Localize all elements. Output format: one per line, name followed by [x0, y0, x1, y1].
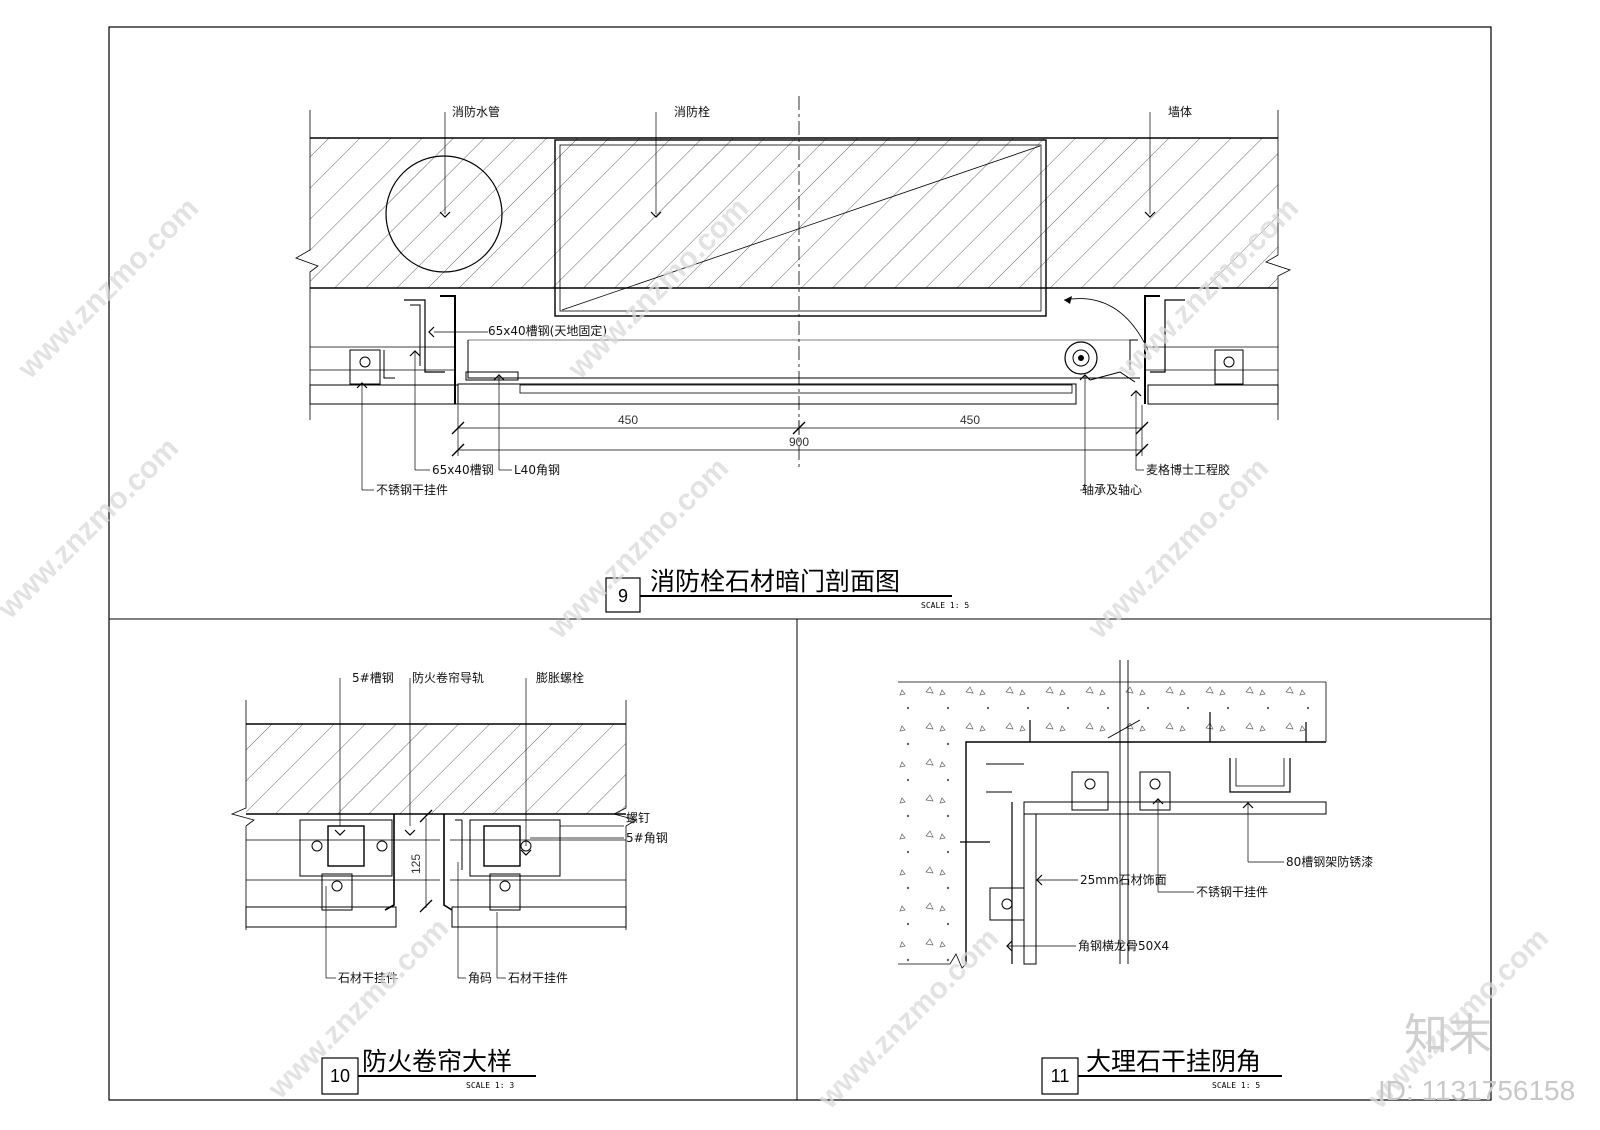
- detail-10-drawing: [230, 678, 638, 979]
- dim-height: 125: [409, 854, 423, 874]
- dim-right: 450: [960, 413, 980, 427]
- detail-10-scale: SCALE 1: 3: [466, 1081, 514, 1090]
- label-bolt: 膨胀螺栓: [536, 670, 584, 685]
- watermark-brand: 知末: [1404, 1010, 1492, 1061]
- label-glue: 麦格博士工程胶: [1146, 462, 1230, 477]
- label-channel: 65x40槽钢: [432, 463, 494, 477]
- brand-watermark: 知末 ID: 1131756158: [1378, 1010, 1575, 1106]
- detail-11-title: 大理石干挂阴角: [1086, 1047, 1261, 1076]
- dim-total: 900: [789, 435, 809, 449]
- label-bearing: 轴承及轴心: [1082, 482, 1142, 497]
- detail-11-labels: 80槽钢架防锈漆 25mm石材饰面 不锈钢干挂件 角钢横龙骨50X4: [1078, 854, 1373, 953]
- detail-11-scale: SCALE 1: 5: [1212, 1081, 1260, 1090]
- watermark-site-6: www.znzmo.com: [1081, 452, 1275, 646]
- detail-11-title-block: 11 大理石干挂阴角 SCALE 1: 5: [1041, 1047, 1282, 1095]
- label-facing: 25mm石材饰面: [1080, 873, 1167, 887]
- label-hanger-left: 石材干挂件: [338, 971, 398, 985]
- detail-9-title-block: 9 消防栓石材暗门剖面图 SCALE 1: 5: [605, 567, 969, 613]
- watermark-id: ID: 1131756158: [1378, 1075, 1575, 1106]
- label-hanger: 不锈钢干挂件: [1196, 885, 1268, 899]
- label-channel-fixed: 65x40槽钢(天地固定): [488, 323, 607, 338]
- label-corner: 角码: [468, 971, 492, 985]
- label-channel5: 5#槽钢: [352, 671, 394, 685]
- detail-10-title-block: 10 防火卷帘大样 SCALE 1: 3: [321, 1047, 536, 1095]
- detail-11-drawing: [898, 660, 1327, 969]
- label-fire-pipe: 消防水管: [452, 104, 500, 119]
- detail-11-number: 11: [1051, 1066, 1070, 1086]
- watermark-site-1: www.znzmo.com: [11, 192, 205, 386]
- watermark-layer: www.znzmo.com www.znzmo.com www.znzmo.co…: [0, 192, 1555, 1116]
- detail-9-number: 9: [618, 586, 628, 606]
- watermark-site-4: www.znzmo.com: [0, 432, 185, 626]
- label-keel: 角钢横龙骨50X4: [1078, 939, 1169, 953]
- label-hanger-right: 石材干挂件: [508, 971, 568, 985]
- label-angle5: 5#角钢: [626, 831, 668, 845]
- detail-9-scale: SCALE 1: 5: [921, 601, 969, 610]
- label-frame: 80槽钢架防锈漆: [1286, 854, 1373, 869]
- detail-10-title: 防火卷帘大样: [362, 1047, 512, 1076]
- sheet-frame: [108, 26, 1492, 1101]
- label-hanger: 不锈钢干挂件: [376, 483, 448, 497]
- detail-10-labels: 5#槽钢 防火卷帘导轨 膨胀螺栓 螺钉 5#角钢 石材干挂件 角码 石材干挂件 …: [338, 670, 668, 985]
- label-screw: 螺钉: [626, 811, 650, 825]
- detail-10-number: 10: [330, 1066, 350, 1086]
- dim-left: 450: [618, 413, 638, 427]
- detail-9-drawing: [295, 96, 1292, 491]
- watermark-site-5: www.znzmo.com: [541, 452, 735, 646]
- detail-9-labels: 消防水管 消防栓 墙体 65x40槽钢(天地固定) 65x40槽钢 L40角钢 …: [376, 104, 1230, 497]
- label-angle: L40角钢: [514, 463, 560, 477]
- detail-9-title: 消防栓石材暗门剖面图: [650, 567, 900, 596]
- label-wall: 墙体: [1168, 105, 1192, 119]
- label-hydrant: 消防栓: [674, 104, 710, 119]
- label-rail: 防火卷帘导轨: [412, 670, 484, 685]
